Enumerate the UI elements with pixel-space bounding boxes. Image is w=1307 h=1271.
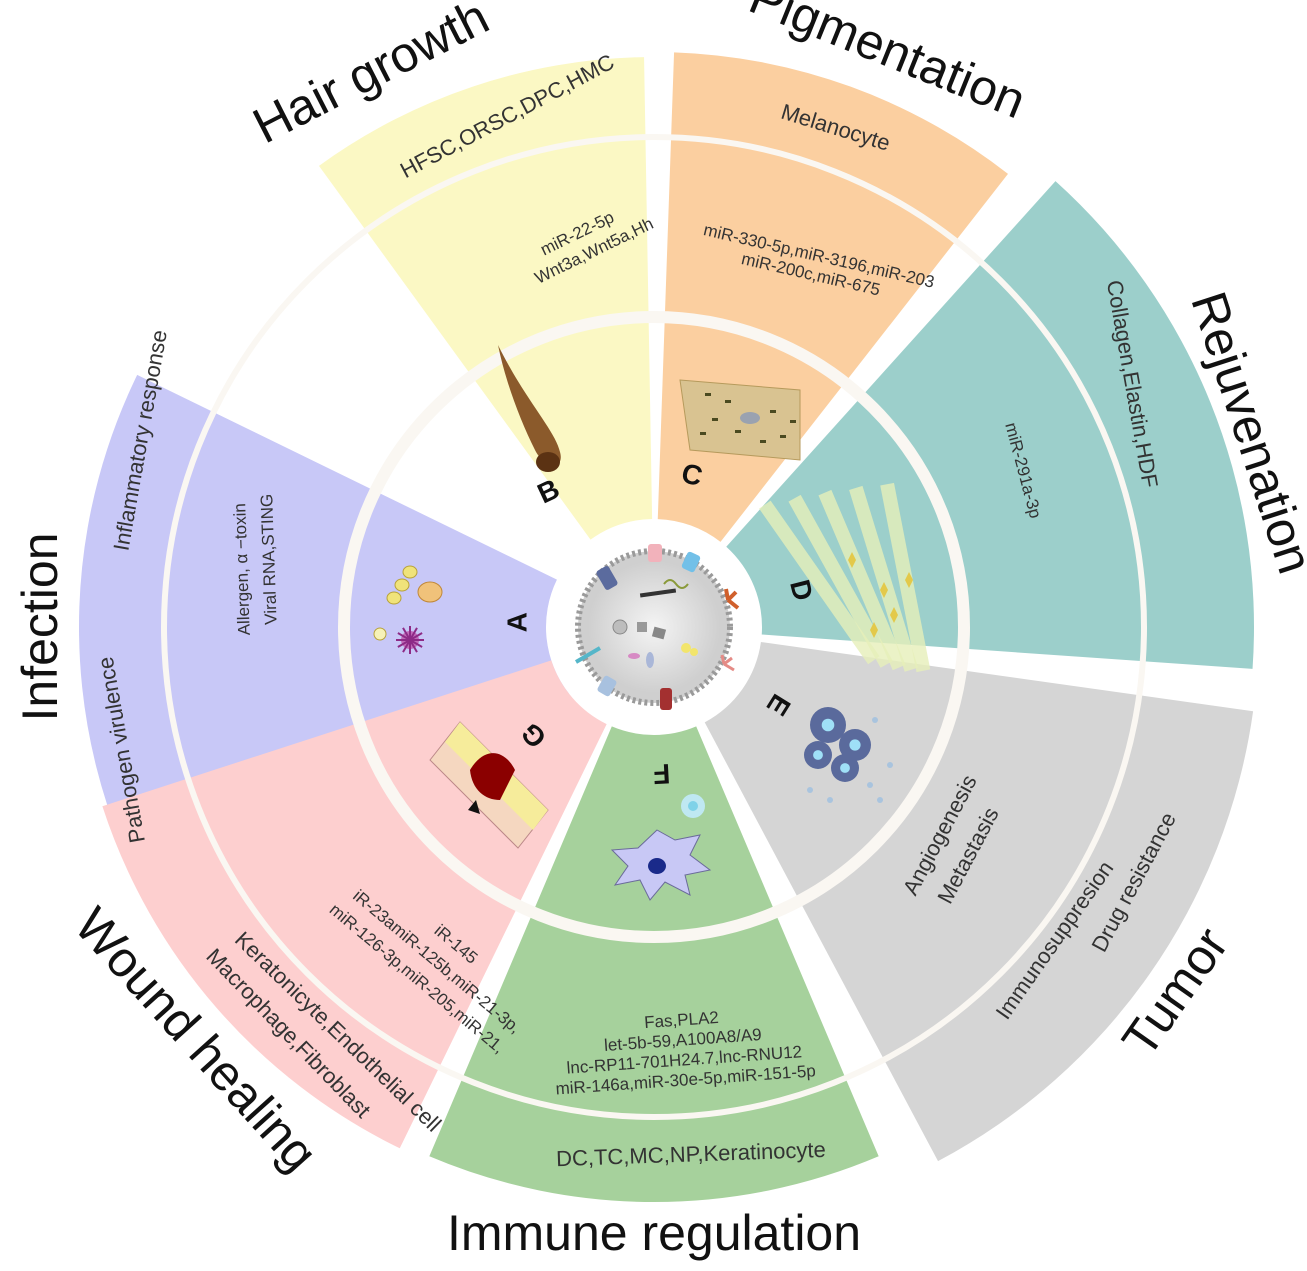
collagen-fiber-icon <box>759 482 931 673</box>
bacteria-virus-icon <box>373 565 443 654</box>
title-a: Infection <box>12 532 68 721</box>
melanocyte-icon <box>679 379 801 461</box>
inner-ring-divider <box>338 311 970 943</box>
middle-ring-divider <box>161 134 1147 1120</box>
sector-letter-a: A <box>501 612 532 632</box>
mirna-text-a-1: Viral RNA,STING <box>257 494 281 626</box>
sector-b-wedge <box>318 57 653 540</box>
extracellular-vesicle-icon <box>574 544 740 710</box>
title-f: Immune regulation <box>447 1205 861 1261</box>
sector-d-wedge <box>726 181 1255 669</box>
mirna-text-a-0: Allergen, α −toxin <box>230 503 254 636</box>
sector-letter-f: F <box>652 758 671 790</box>
dendritic-cell-icon <box>610 794 712 901</box>
sector-f-wedge <box>429 726 879 1202</box>
tumor-cells-icon <box>804 707 893 803</box>
skin-wound-icon <box>429 721 549 849</box>
hair-follicle-icon <box>498 345 561 472</box>
